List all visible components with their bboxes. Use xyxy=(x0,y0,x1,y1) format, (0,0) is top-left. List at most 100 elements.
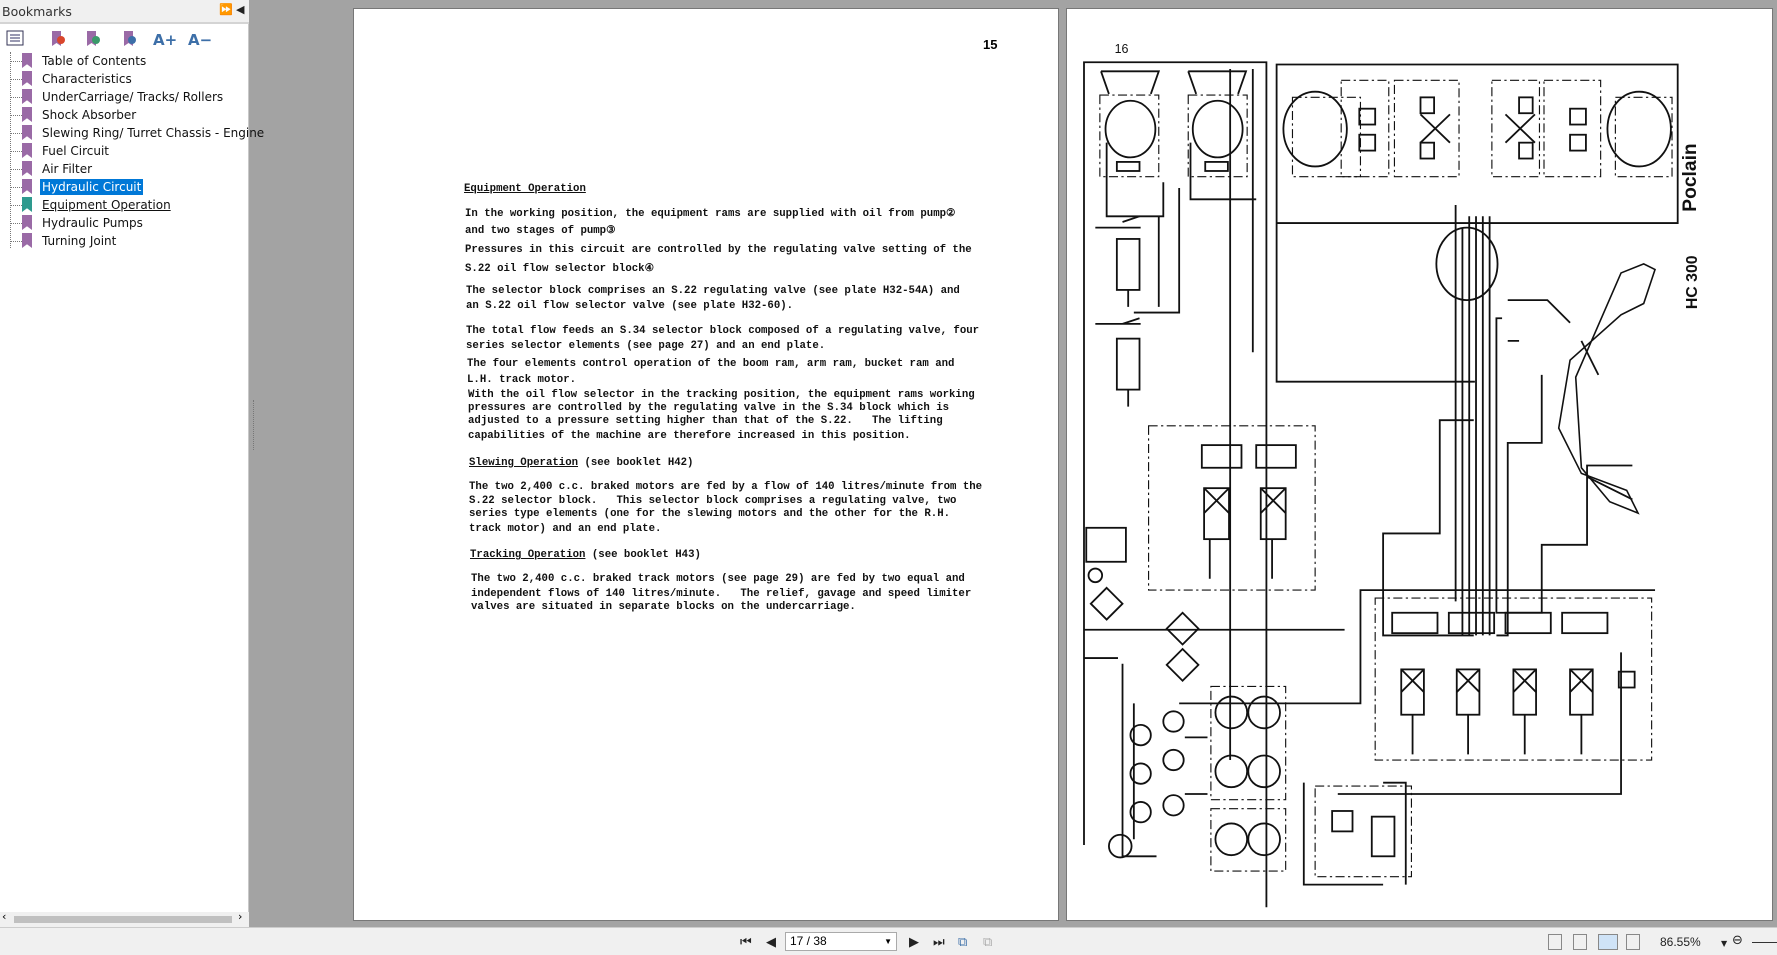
bookmark-label: Characteristics xyxy=(42,72,132,86)
model-label: HC 300 xyxy=(1684,255,1701,309)
tree-connector xyxy=(10,133,22,134)
text-run: adjusted to a pressure setting higher th… xyxy=(468,415,943,427)
text-run: S.22 selector block. This selector block… xyxy=(469,495,957,507)
bookmark-item[interactable]: Slewing Ring/ Turret Chassis - Engine xyxy=(0,124,264,142)
body-text-line: and two stages of pump③ xyxy=(465,223,616,237)
pdf-page-16: 16 Poclain HC 300 xyxy=(1066,8,1773,921)
page-number-field[interactable]: 17 / 38 ▼ xyxy=(785,932,897,951)
text-run: Tracking Operation xyxy=(470,549,586,561)
body-text-line: In the working position, the equipment r… xyxy=(465,206,956,220)
text-run: The four elements control operation of t… xyxy=(467,358,955,370)
bookmark-icon xyxy=(22,89,32,104)
page-number: 16 xyxy=(1115,42,1129,56)
next-view-icon[interactable]: ⧉ xyxy=(983,935,993,950)
text-run: and two stages of pump③ xyxy=(465,225,616,237)
bookmark-label: Table of Contents xyxy=(42,54,147,68)
bookmark-icon xyxy=(22,53,32,68)
zoom-out-icon[interactable]: ⊖ xyxy=(1732,933,1743,948)
slew-motor-left xyxy=(1282,90,1348,168)
collapse-panel-icon[interactable]: ◀ xyxy=(236,3,245,16)
expand-all-icon[interactable] xyxy=(5,30,25,50)
delete-bookmark-icon[interactable] xyxy=(48,30,68,50)
panel-splitter[interactable] xyxy=(253,400,255,450)
body-text-line: Pressures in this circuit are controlled… xyxy=(465,244,972,256)
tree-connector xyxy=(10,79,22,80)
bookmark-icon xyxy=(22,215,32,230)
bookmarks-header: Bookmarks ⏩ ◀ xyxy=(0,0,249,24)
regulator-valve xyxy=(1085,526,1127,563)
body-text-line: S.22 selector block. This selector block… xyxy=(469,495,956,507)
scroll-left-icon[interactable]: ‹ xyxy=(2,910,7,923)
body-text-line: capabilities of the machine are therefor… xyxy=(468,430,911,442)
bookmark-item[interactable]: Characteristics xyxy=(0,70,249,88)
next-page-icon[interactable]: ▶ xyxy=(909,935,919,950)
body-text-line: The two 2,400 c.c. braked motors are fed… xyxy=(469,481,982,493)
expand-panel-icon[interactable]: ⏩ xyxy=(219,3,233,16)
goto-bookmark-icon[interactable] xyxy=(120,30,140,50)
facing-icon[interactable] xyxy=(1598,934,1618,950)
bookmark-icon xyxy=(22,71,32,86)
bookmark-label: Shock Absorber xyxy=(42,108,137,122)
bookmark-item[interactable]: Air Filter xyxy=(0,160,249,178)
previous-view-icon[interactable]: ⧉ xyxy=(958,935,968,950)
text-run: (see booklet H43) xyxy=(585,549,701,561)
text-run: Slewing Operation xyxy=(469,457,579,469)
bookmark-icon xyxy=(22,197,32,212)
scrollbar-thumb[interactable] xyxy=(14,916,232,923)
bookmark-item[interactable]: Fuel Circuit xyxy=(0,142,249,160)
text-run: The selector block comprises an S.22 reg… xyxy=(466,285,960,297)
text-run: L.H. track motor. xyxy=(467,374,577,386)
continuous-icon[interactable] xyxy=(1573,934,1587,950)
previous-page-icon[interactable]: ◀ xyxy=(766,935,776,950)
body-text-line: series type elements (one for the slewin… xyxy=(469,508,950,520)
bookmark-label: Hydraulic Circuit xyxy=(40,179,144,195)
scroll-right-icon[interactable]: › xyxy=(238,910,243,923)
bookmarks-title: Bookmarks xyxy=(2,4,72,19)
bookmark-icon xyxy=(22,107,32,122)
bookmark-icon xyxy=(22,143,32,158)
body-text-line: valves are situated in separate blocks o… xyxy=(471,601,856,613)
zoom-dropdown-icon[interactable]: ▼ xyxy=(1721,939,1728,948)
text-run: independent flows of 140 litres/minute. … xyxy=(471,588,972,600)
zoom-slider[interactable] xyxy=(1752,942,1777,943)
font-decrease-icon[interactable]: A− xyxy=(188,31,213,49)
body-text-line: adjusted to a pressure setting higher th… xyxy=(468,415,943,427)
bookmark-icon xyxy=(22,125,32,140)
text-run: series selector elements (see page 27) a… xyxy=(466,340,826,352)
section-heading: Tracking Operation (see booklet H43) xyxy=(470,549,701,561)
tree-connector xyxy=(10,61,22,62)
zoom-level[interactable]: 86.55% xyxy=(1660,935,1701,949)
text-run: S.22 oil flow selector block④ xyxy=(465,263,655,275)
body-text-line: S.22 oil flow selector block④ xyxy=(465,261,654,275)
body-text-line: The four elements control operation of t… xyxy=(467,358,954,370)
body-text-line: The two 2,400 c.c. braked track motors (… xyxy=(471,573,965,585)
font-increase-icon[interactable]: A+ xyxy=(153,31,178,49)
hydraulic-schematic: 16 Poclain HC 300 xyxy=(1083,42,1701,908)
bookmark-label: UnderCarriage/ Tracks/ Rollers xyxy=(42,90,224,104)
continuous-facing-icon[interactable] xyxy=(1626,934,1640,950)
add-bookmark-icon[interactable] xyxy=(83,30,103,50)
bookmark-item[interactable]: Table of Contents xyxy=(0,52,249,70)
bookmark-label: Fuel Circuit xyxy=(42,144,110,158)
tree-line xyxy=(10,52,11,248)
text-run: capabilities of the machine are therefor… xyxy=(468,430,911,442)
section-heading: Slewing Operation (see booklet H42) xyxy=(469,457,693,469)
bookmark-icon xyxy=(22,161,32,176)
bookmark-item[interactable]: Hydraulic Pumps xyxy=(0,214,249,232)
text-run: valves are situated in separate blocks o… xyxy=(471,601,856,613)
text-run: With the oil flow selector in the tracki… xyxy=(468,389,975,401)
bookmark-item[interactable]: Equipment Operation xyxy=(0,196,249,214)
bookmark-label: Slewing Ring/ Turret Chassis - Engine xyxy=(42,126,265,140)
bookmark-item[interactable]: Shock Absorber xyxy=(0,106,249,124)
single-page-icon[interactable] xyxy=(1548,934,1562,950)
bookmark-item[interactable]: UnderCarriage/ Tracks/ Rollers xyxy=(0,88,249,106)
bookmark-item[interactable]: Hydraulic Circuit xyxy=(0,178,249,196)
body-text-line: pressures are controlled by the regulati… xyxy=(468,402,949,414)
last-page-icon[interactable]: ⏭ xyxy=(933,935,945,950)
chevron-down-icon[interactable]: ▼ xyxy=(884,937,892,946)
bookmark-label: Hydraulic Pumps xyxy=(42,216,143,230)
text-run: The two 2,400 c.c. braked motors are fed… xyxy=(469,481,983,493)
first-page-icon[interactable]: ⏮ xyxy=(740,935,752,950)
bookmark-item[interactable]: Turning Joint xyxy=(0,232,249,250)
text-run: track motor) and an end plate. xyxy=(469,523,662,535)
